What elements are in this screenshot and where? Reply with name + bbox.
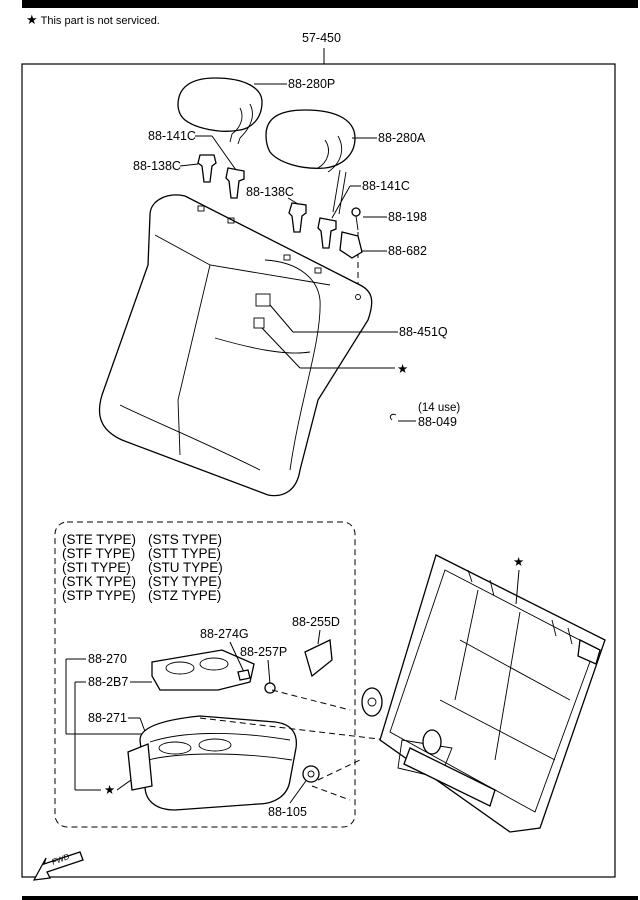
screw-88-198 <box>351 207 361 231</box>
callout-88-451q: 88-451Q <box>399 325 448 339</box>
callout-88-198: 88-198 <box>388 210 427 224</box>
callout-88-2b7: 88-2B7 <box>88 675 128 689</box>
armrest-group-box <box>54 521 356 828</box>
callout-88-138c-left: 88-138C <box>133 159 181 173</box>
seatback-frame <box>361 554 606 833</box>
clip-qty: (14 use) <box>418 402 460 414</box>
svg-text:(STU TYPE): (STU TYPE) <box>148 560 223 575</box>
headrest-88-280a <box>265 109 356 215</box>
cup-holder-88-2b7 <box>151 649 255 691</box>
callout-88-141c-left: 88-141C <box>148 129 196 143</box>
callout-88-280a: 88-280A <box>378 131 426 145</box>
bracket-88-682 <box>339 231 363 259</box>
bushing-88-105 <box>302 765 320 783</box>
armrest-88-271 <box>127 715 298 811</box>
callout-88-280p: 88-280P <box>288 77 335 91</box>
guide-88-138c-right <box>288 202 307 233</box>
callout-88-257p: 88-257P <box>240 645 287 659</box>
guide-88-138c-left <box>197 154 217 183</box>
svg-text:(STZ TYPE): (STZ TYPE) <box>148 588 221 603</box>
callout-88-049: 88-049 <box>418 415 457 429</box>
seatback-cushion <box>98 194 373 497</box>
headrest-88-280p <box>177 77 263 145</box>
star-mark-3: ★ <box>513 555 524 569</box>
callout-88-105: 88-105 <box>268 805 307 819</box>
star-icon: ★ <box>26 12 38 27</box>
fwd-arrow-icon: FWD <box>32 851 84 881</box>
top-rule <box>22 0 638 8</box>
svg-text:(STS TYPE): (STS TYPE) <box>148 532 222 547</box>
callout-88-271: 88-271 <box>88 711 127 725</box>
nut-88-257p <box>264 682 276 694</box>
cover-88-255d <box>304 639 333 678</box>
diagram-frame <box>21 63 616 878</box>
callout-88-274g: 88-274G <box>200 627 249 641</box>
hinge-bolt-88-274g <box>237 669 251 681</box>
bottom-rule <box>22 896 638 900</box>
callout-88-270: 88-270 <box>88 652 127 666</box>
clip-88-049 <box>389 413 397 421</box>
svg-text:(STP TYPE): (STP TYPE) <box>62 588 136 603</box>
star-mark-2: ★ <box>104 783 115 797</box>
legend-note-text: This part is not serviced. <box>40 15 160 27</box>
guide-88-141c-right <box>317 217 337 249</box>
callout-88-255d: 88-255D <box>292 615 340 629</box>
legend-note: ★This part is not serviced. <box>26 12 160 28</box>
callout-57-450: 57-450 <box>302 31 341 45</box>
guide-88-141c-left <box>225 167 245 199</box>
svg-text:(STE TYPE): (STE TYPE) <box>62 532 136 547</box>
callout-88-141c-right: 88-141C <box>362 179 410 193</box>
star-mark-1: ★ <box>397 362 408 376</box>
callout-88-138c-right: 88-138C <box>246 185 294 199</box>
types-list: (STE TYPE) (STS TYPE) (STF TYPE) (STT TYPE… <box>62 532 223 603</box>
svg-text:(STF TYPE): (STF TYPE) <box>62 546 135 561</box>
svg-text:(STT TYPE): (STT TYPE) <box>148 546 221 561</box>
callout-88-682: 88-682 <box>388 244 427 258</box>
svg-text:(STK TYPE): (STK TYPE) <box>62 574 136 589</box>
svg-text:(STY TYPE): (STY TYPE) <box>148 574 222 589</box>
svg-text:(STI TYPE): (STI TYPE) <box>62 560 131 575</box>
